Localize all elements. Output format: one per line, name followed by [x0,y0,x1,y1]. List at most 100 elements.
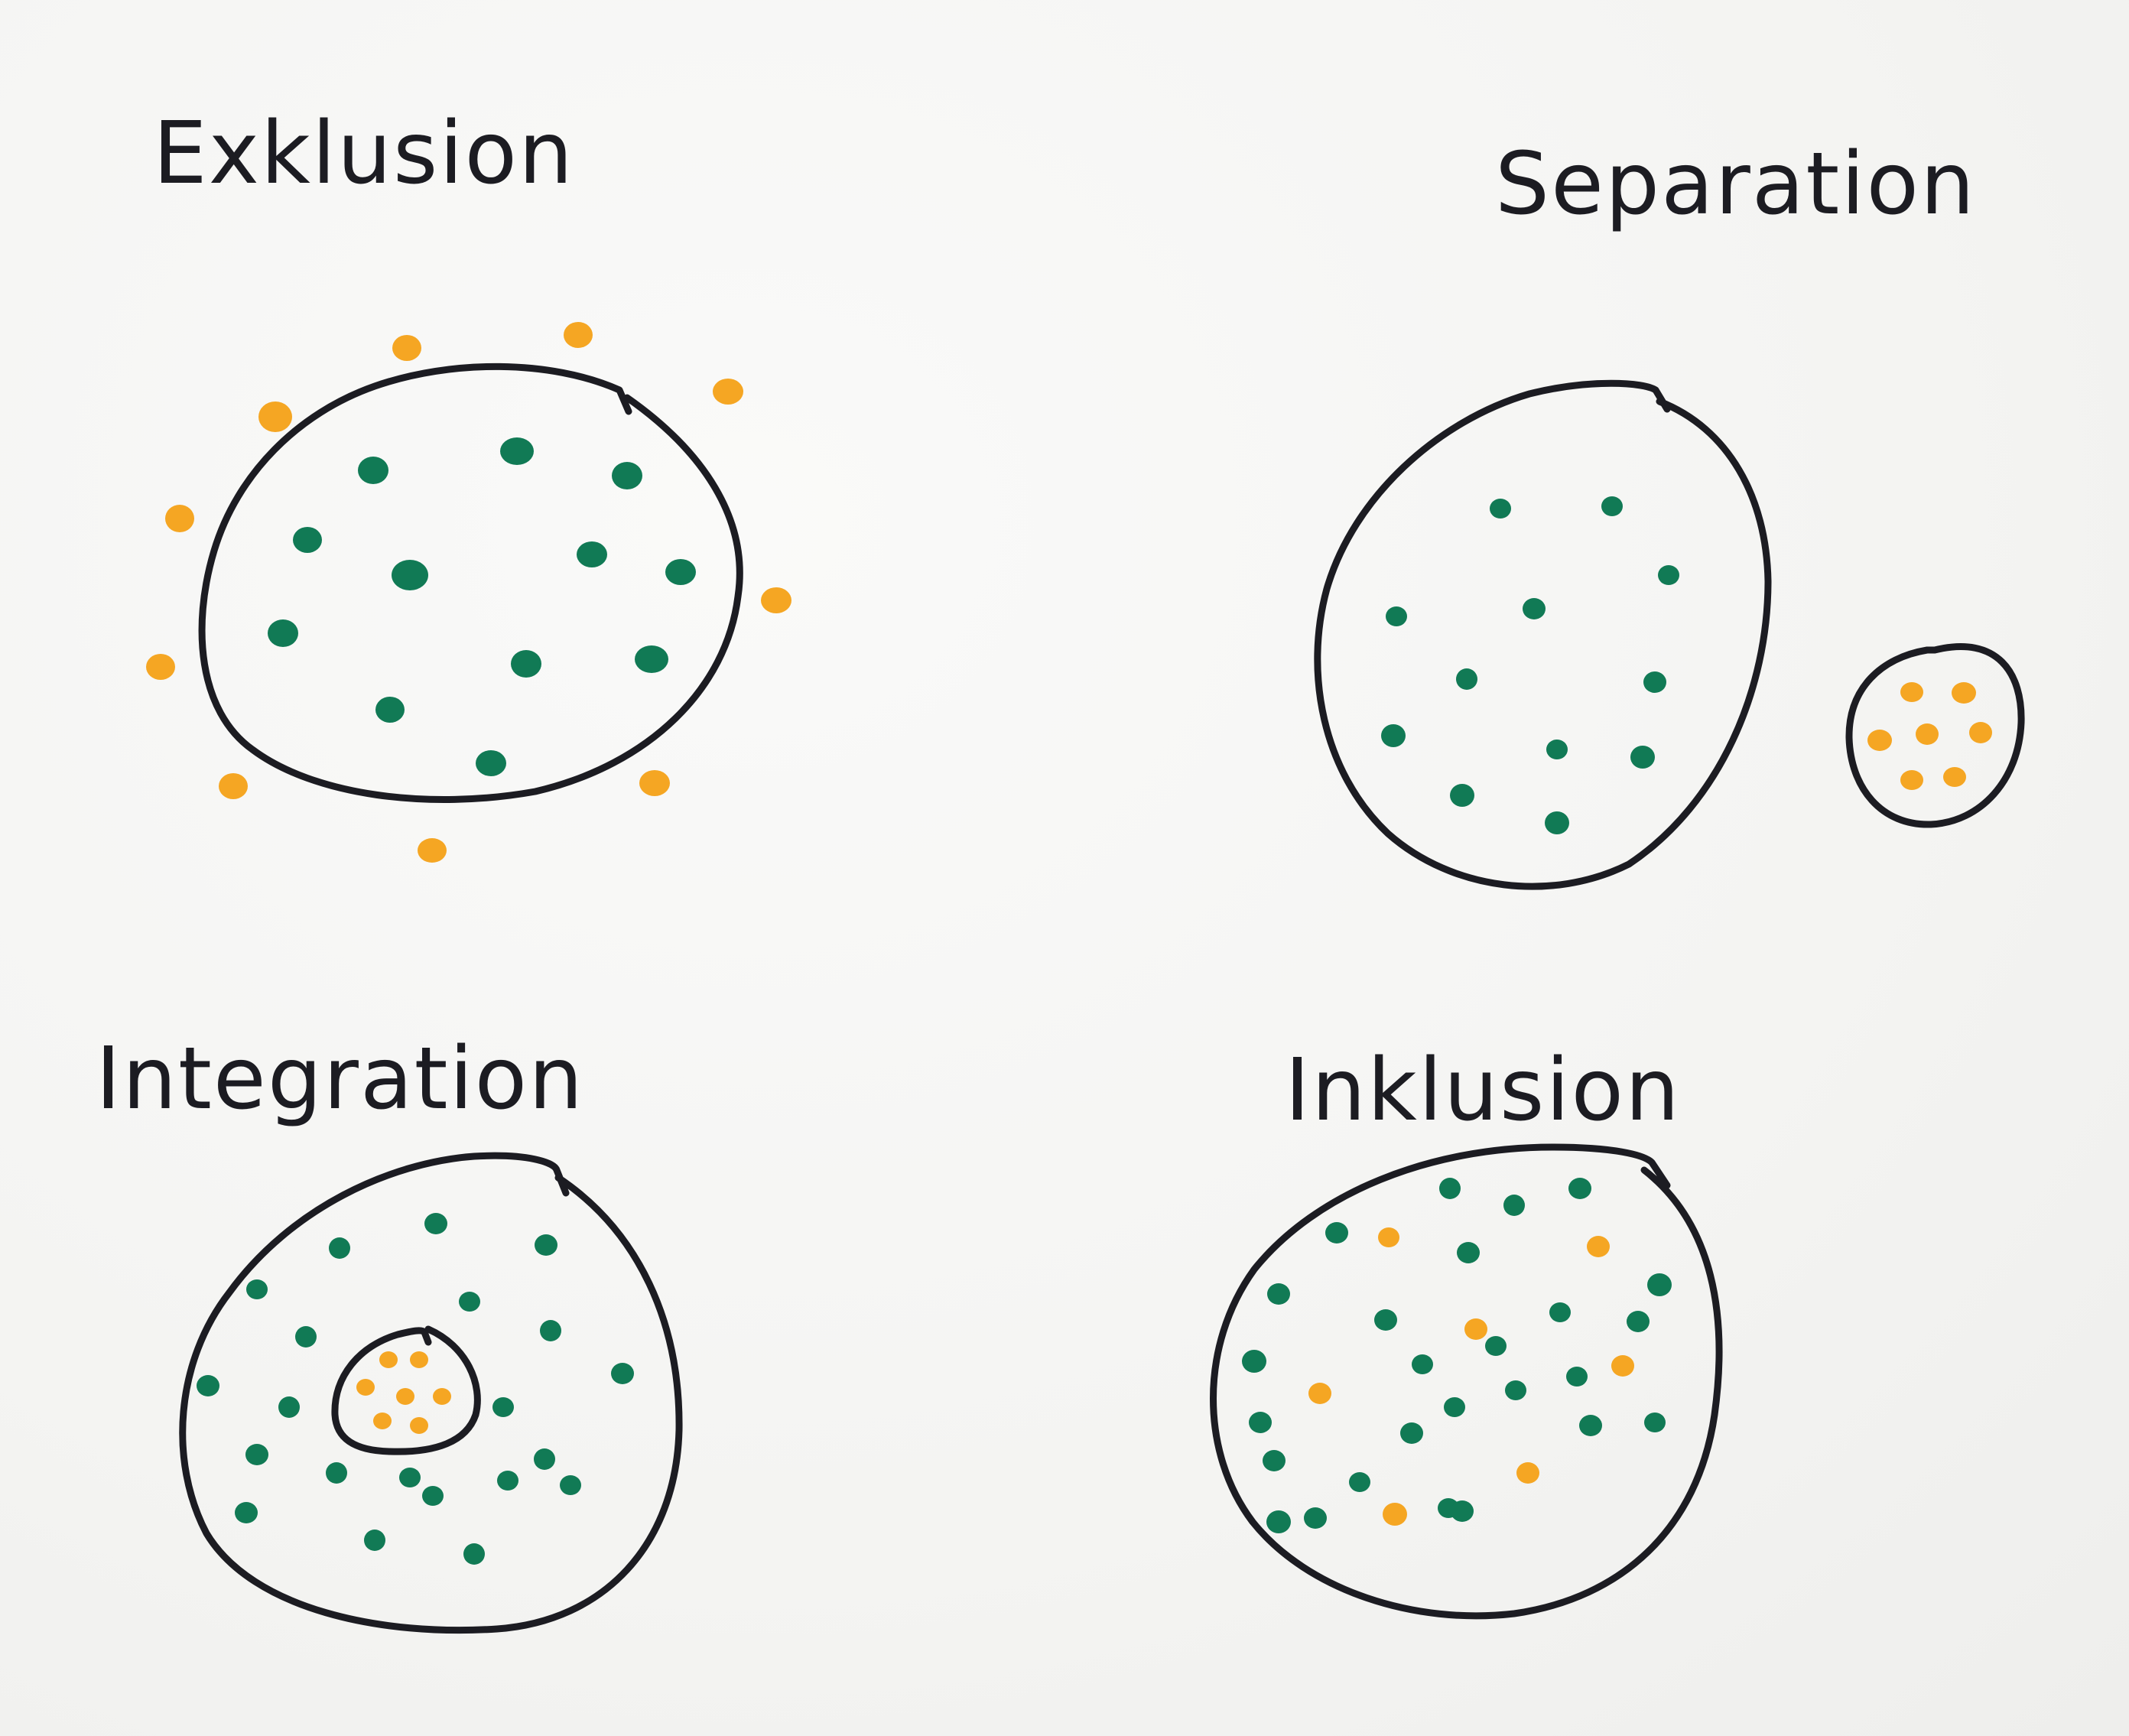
orange-dot [1587,1236,1610,1257]
inklusion-green-dots [1242,1178,1672,1533]
green-dot [1263,1450,1286,1471]
green-dot [235,1502,258,1523]
green-dot [635,645,668,673]
green-dot [611,1363,634,1384]
green-dot [399,1468,421,1487]
green-dot [612,462,642,489]
orange-dot [379,1351,398,1368]
orange-dot [1952,682,1976,704]
orange-dot [1378,1227,1399,1247]
green-dot [278,1396,300,1418]
green-dot [1304,1507,1327,1529]
green-dot [197,1375,219,1396]
orange-dot [1611,1355,1634,1377]
green-dot [246,1279,268,1299]
green-dot [500,437,534,465]
green-dot [1545,811,1569,834]
green-dot [293,527,322,553]
green-dot [1439,1178,1461,1199]
orange-dot [219,773,248,799]
orange-dot [1916,723,1939,745]
green-dot [1267,1283,1290,1305]
orange-dot [258,401,292,432]
green-dot [560,1475,581,1495]
green-dot [364,1530,385,1551]
panel-exklusion [146,322,791,863]
green-dot [1374,1309,1397,1331]
separation-orange-dots [1867,682,1992,790]
green-dot [540,1320,561,1341]
panel-separation [1314,379,2025,890]
green-dot [1503,1195,1525,1216]
orange-dot [1383,1503,1407,1526]
green-dot [1630,746,1655,769]
green-dot [534,1448,555,1470]
green-dot [1266,1510,1291,1533]
panel-inklusion [1210,1143,1723,1620]
green-dot [329,1237,350,1259]
orange-dot [396,1388,414,1405]
green-dot [577,541,607,567]
green-dot [665,559,696,585]
green-dot [1523,598,1546,619]
green-dot [1325,1222,1348,1243]
orange-dot [1900,770,1923,790]
green-dot [392,560,428,590]
green-dot [1568,1178,1591,1199]
green-dot [463,1543,485,1565]
green-dot [1412,1354,1433,1374]
green-dot [1451,1500,1474,1522]
exklusion-inside-dots [268,437,696,776]
green-dot [1381,724,1406,747]
orange-dot [418,838,447,863]
green-dot [1505,1380,1526,1400]
exklusion-outside-dots [146,322,791,863]
orange-dot [639,770,670,796]
inklusion-circle [1210,1143,1723,1620]
green-dot [1457,1242,1480,1263]
separation-large-circle [1314,379,1772,890]
integration-outer-circle [179,1152,683,1634]
green-dot [476,750,506,776]
separation-small-circle [1845,643,2025,828]
green-dot [268,619,298,647]
green-dot [1242,1350,1266,1373]
green-dot [497,1471,518,1491]
green-dot [326,1462,347,1484]
label-integration: Integration [96,1029,585,1129]
orange-dot [713,379,743,405]
orange-dot [761,587,791,613]
separation-green-dots [1381,496,1679,834]
green-dot [1349,1472,1370,1492]
green-dot [492,1397,514,1417]
green-dot [1566,1367,1588,1387]
green-dot [424,1213,447,1234]
orange-dot [1867,730,1892,751]
green-dot [1549,1302,1571,1322]
green-dot [1490,499,1511,519]
green-dot [1627,1311,1650,1332]
green-dot [375,697,405,723]
green-dot [535,1234,557,1256]
green-dot [1658,565,1679,585]
orange-dot [433,1388,451,1405]
orange-dot [1900,682,1923,702]
exklusion-circle [198,362,743,803]
orange-dot [410,1351,428,1368]
orange-dot [1516,1462,1539,1484]
integration-orange-dots [356,1351,451,1434]
green-dot [1643,671,1666,693]
orange-dot [410,1417,428,1434]
green-dot [358,457,388,484]
green-dot [1386,606,1407,626]
inklusion-orange-dots [1308,1227,1634,1526]
green-dot [1579,1415,1602,1436]
green-dot [1647,1273,1672,1296]
panel-integration [179,1152,683,1634]
orange-dot [1464,1318,1487,1340]
green-dot [1249,1412,1272,1433]
green-dot [1456,668,1477,690]
green-dot [422,1486,444,1506]
